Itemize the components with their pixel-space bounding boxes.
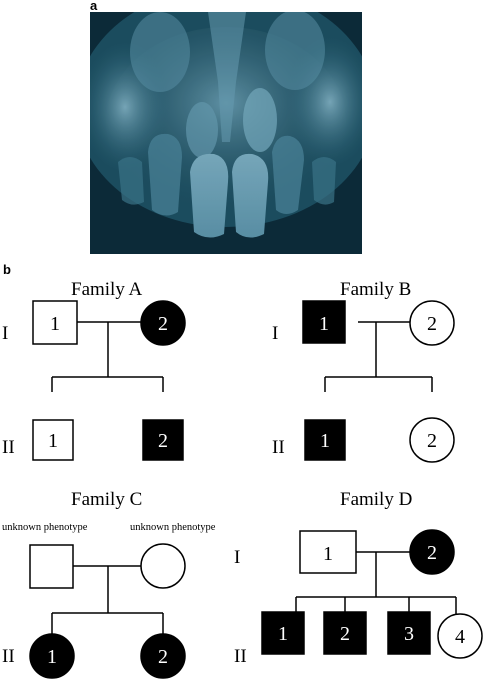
family-c-I-2-note: unknown phenotype xyxy=(130,522,216,533)
family-b-generation-I: I xyxy=(272,323,278,344)
family-a-II-2-male-affected xyxy=(142,419,184,461)
family-a-generation-II: II xyxy=(2,437,15,458)
family-d-I-1-number: 1 xyxy=(323,543,333,565)
family-a-generation-I: I xyxy=(2,323,8,344)
family-c-II-2-number: 2 xyxy=(158,646,168,668)
family-d-II-4-number: 4 xyxy=(455,626,465,648)
family-c-II-1-female-affected xyxy=(29,633,75,679)
family-c-title: Family C xyxy=(71,489,142,510)
family-d-generation-II: II xyxy=(234,646,247,667)
family-b-I-2-number: 2 xyxy=(427,313,437,335)
xray-illustration xyxy=(90,12,362,254)
family-c-generation-II: II xyxy=(2,646,15,667)
family-d-generation-I: I xyxy=(234,547,240,568)
family-a-I-2-female-affected xyxy=(140,300,186,346)
pedigree-charts: Family A I II 1 2 1 2 Family B I II 1 2 … xyxy=(2,279,483,679)
family-d-title: Family D xyxy=(340,489,412,510)
family-c-II-1-number: 1 xyxy=(47,646,57,668)
dental-xray-image xyxy=(90,12,362,254)
family-d-I-2-number: 2 xyxy=(427,542,437,564)
family-c-I-1-note: unknown phenotype xyxy=(2,522,88,533)
family-b-II-1-male-affected xyxy=(304,419,346,461)
family-c-II-2-female-affected xyxy=(140,633,186,679)
family-b-title: Family B xyxy=(340,279,411,300)
family-c-I-2-female-unknown xyxy=(140,543,186,589)
family-a-II-2-number: 2 xyxy=(158,430,168,452)
family-a-II-1-male-unaffected xyxy=(32,419,74,461)
panel-a-label: a xyxy=(90,0,98,13)
family-b-I-2-female-unaffected xyxy=(409,300,455,346)
family-b-II-2-female-unaffected xyxy=(409,417,455,463)
family-d-II-2-male-affected xyxy=(323,611,367,655)
family-d-II-2-number: 2 xyxy=(340,623,350,645)
family-b-II-2-number: 2 xyxy=(427,430,437,452)
family-a-title: Family A xyxy=(71,279,143,300)
family-a-I-1-male-unaffected xyxy=(32,300,78,345)
family-a-I-1-number: 1 xyxy=(50,313,60,335)
family-d-II-1-number: 1 xyxy=(278,623,288,645)
family-d-II-3-male-affected xyxy=(387,611,431,655)
family-b-generation-II: II xyxy=(272,437,285,458)
panel-b-label: b xyxy=(3,262,11,277)
family-d-II-4-female-unaffected xyxy=(437,613,483,659)
family-b-I-1-number: 1 xyxy=(319,313,329,335)
family-d-II-1-male-affected xyxy=(261,611,305,655)
family-d-II-3-number: 3 xyxy=(404,623,414,645)
family-a-I-2-number: 2 xyxy=(158,313,168,335)
family-d-I-1-male-unaffected xyxy=(299,530,357,574)
family-b-II-1-number: 1 xyxy=(320,430,330,452)
family-b-I-1-male-affected xyxy=(302,300,346,344)
family-c-I-1-male-unknown xyxy=(29,544,74,589)
family-d-I-2-female-affected xyxy=(409,529,455,575)
family-a-II-1-number: 1 xyxy=(48,430,58,452)
